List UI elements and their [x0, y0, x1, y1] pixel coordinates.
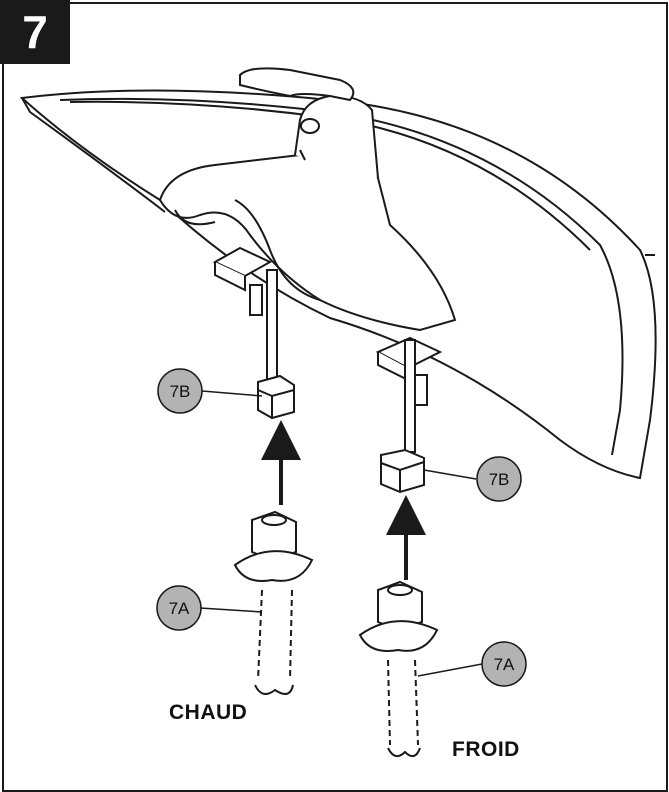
- coupling-nut-right: [380, 448, 425, 494]
- faucet-body: [158, 67, 457, 332]
- cold-supply-hose: [358, 580, 439, 758]
- hot-supply-hose: [233, 510, 314, 695]
- callout-hose-right-label: 7A: [494, 655, 515, 674]
- hot-water-label: CHAUD: [169, 701, 248, 724]
- callout-hose-right: 7A: [481, 641, 527, 687]
- callout-hose-left-label: 7A: [169, 599, 190, 618]
- callout-nut-left-label: 7B: [170, 382, 191, 401]
- coupling-nut-left: [257, 374, 295, 420]
- step-number-badge: 7: [0, 0, 70, 64]
- insert-arrows: [261, 420, 426, 580]
- callout-nut-left: 7B: [157, 368, 203, 414]
- callout-nut-right-label: 7B: [489, 470, 510, 489]
- callout-nut-right: 7B: [476, 456, 522, 502]
- callout-leaders: [199, 390, 483, 677]
- cold-water-label: FROID: [452, 738, 520, 761]
- callout-hose-left: 7A: [156, 585, 202, 631]
